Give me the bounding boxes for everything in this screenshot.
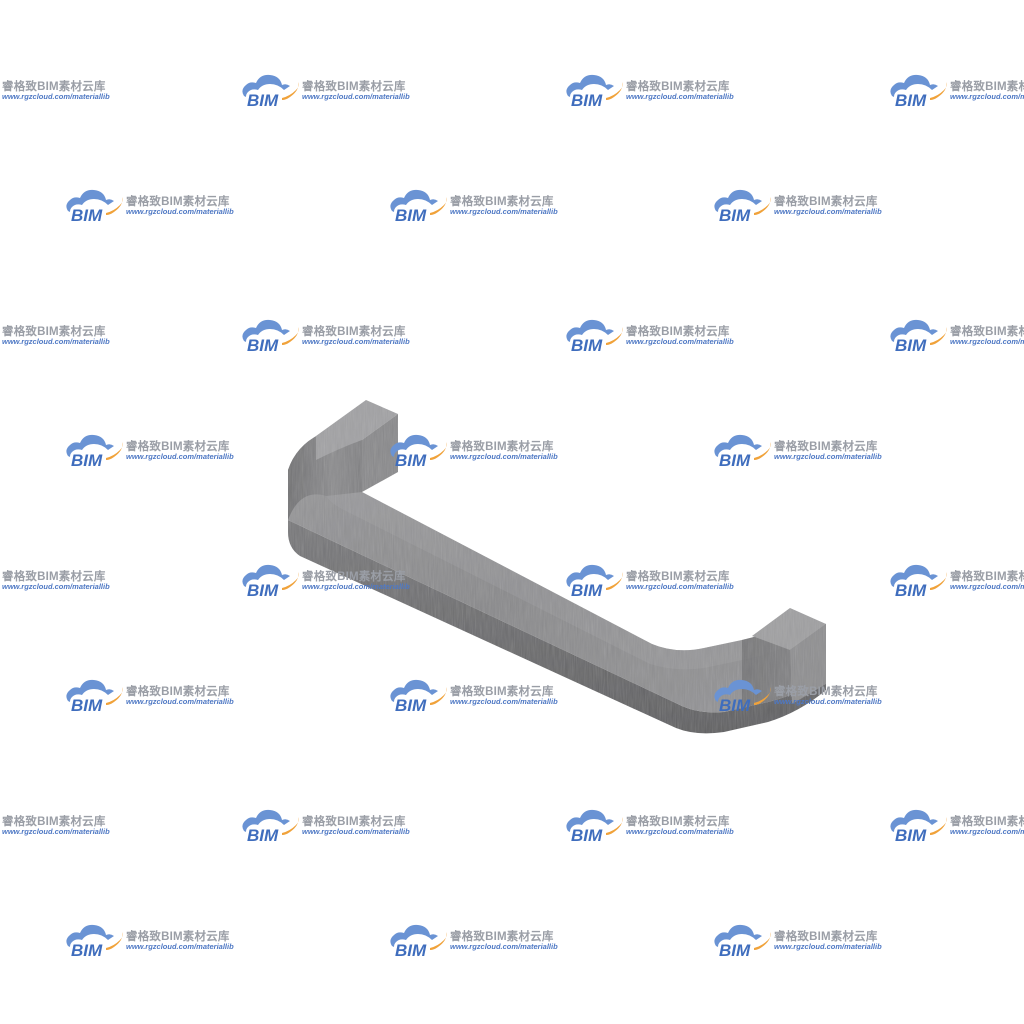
handle-right-end-cap xyxy=(752,608,826,650)
handle-right-end-face xyxy=(790,624,826,704)
handle-bar-front-face xyxy=(288,520,826,734)
handle-bar-inner-face xyxy=(326,492,826,670)
handle-left-end-cap xyxy=(316,400,398,460)
handle-left-end-face xyxy=(362,414,398,492)
